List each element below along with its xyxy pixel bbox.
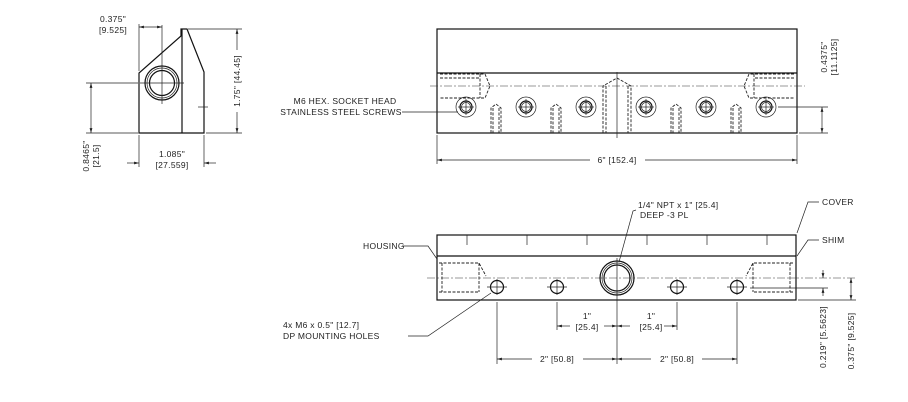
npt-label-1: 1/4" NPT x 1" [25.4] <box>638 200 718 210</box>
dim-1in-left-mm: [25.4] <box>575 322 598 332</box>
dim-width: 1.085" <box>159 149 185 159</box>
dim-1in-right: 1" <box>647 311 655 321</box>
cover-label: COVER <box>822 197 854 207</box>
mounting-hole-icon <box>667 279 687 295</box>
mounting-hole-icon <box>487 279 507 295</box>
screw-head-icon <box>455 96 477 118</box>
mounting-hole-icon <box>547 279 567 295</box>
screw-label-1: M6 HEX. SOCKET HEAD <box>294 96 397 106</box>
dim-1in-left: 1" <box>583 311 591 321</box>
mounting-hole-icon <box>727 279 747 295</box>
dim-1in-right-mm: [25.4] <box>639 322 662 332</box>
screw-head-icon <box>515 96 537 118</box>
housing-label: HOUSING <box>363 241 405 251</box>
screw-head-icon <box>755 96 777 118</box>
dim-2in-left: 2" [50.8] <box>540 354 574 364</box>
dim-hole-height: 0.8465" <box>81 140 91 171</box>
screw-head-icon <box>575 96 597 118</box>
mount-label-1: 4x M6 x 0.5" [12.7] <box>283 320 359 330</box>
dim-small: 0.219" [5.5623] <box>818 306 828 368</box>
top-view: M6 HEX. SOCKET HEAD STAINLESS STEEL SCRE… <box>280 28 839 165</box>
dim-hole-height-mm: [21.5] <box>91 144 101 167</box>
shim-label: SHIM <box>822 235 844 245</box>
dim-length: 6" [152.4] <box>597 155 636 165</box>
mount-label-2: DP MOUNTING HOLES <box>283 331 380 341</box>
screw-head-icon <box>695 96 717 118</box>
dim-height: 1.75" [44.45] <box>232 55 242 107</box>
dim-large: 0.375" [9.525] <box>846 313 856 370</box>
dim-width-mm: [27.559] <box>155 160 188 170</box>
screw-heads <box>455 96 777 118</box>
dim-screw-height-mm: [11.1125] <box>829 39 839 76</box>
screw-head-icon <box>635 96 657 118</box>
front-view: 1/4" NPT x 1" [25.4] DEEP -3 PL COVER SH… <box>283 197 856 369</box>
side-view: 0.375" [9.525] 1.75" [44.45] 0.8465" [21… <box>81 14 242 172</box>
dim-screw-height: 0.4375" <box>819 41 829 72</box>
npt-label-2: DEEP -3 PL <box>640 210 689 220</box>
screw-label-2: STAINLESS STEEL SCREWS <box>280 107 401 117</box>
dim-hole-offset: 0.375" <box>100 14 126 24</box>
dim-2in-right: 2" [50.8] <box>660 354 694 364</box>
dim-hole-offset-mm: [9.525] <box>99 25 127 35</box>
